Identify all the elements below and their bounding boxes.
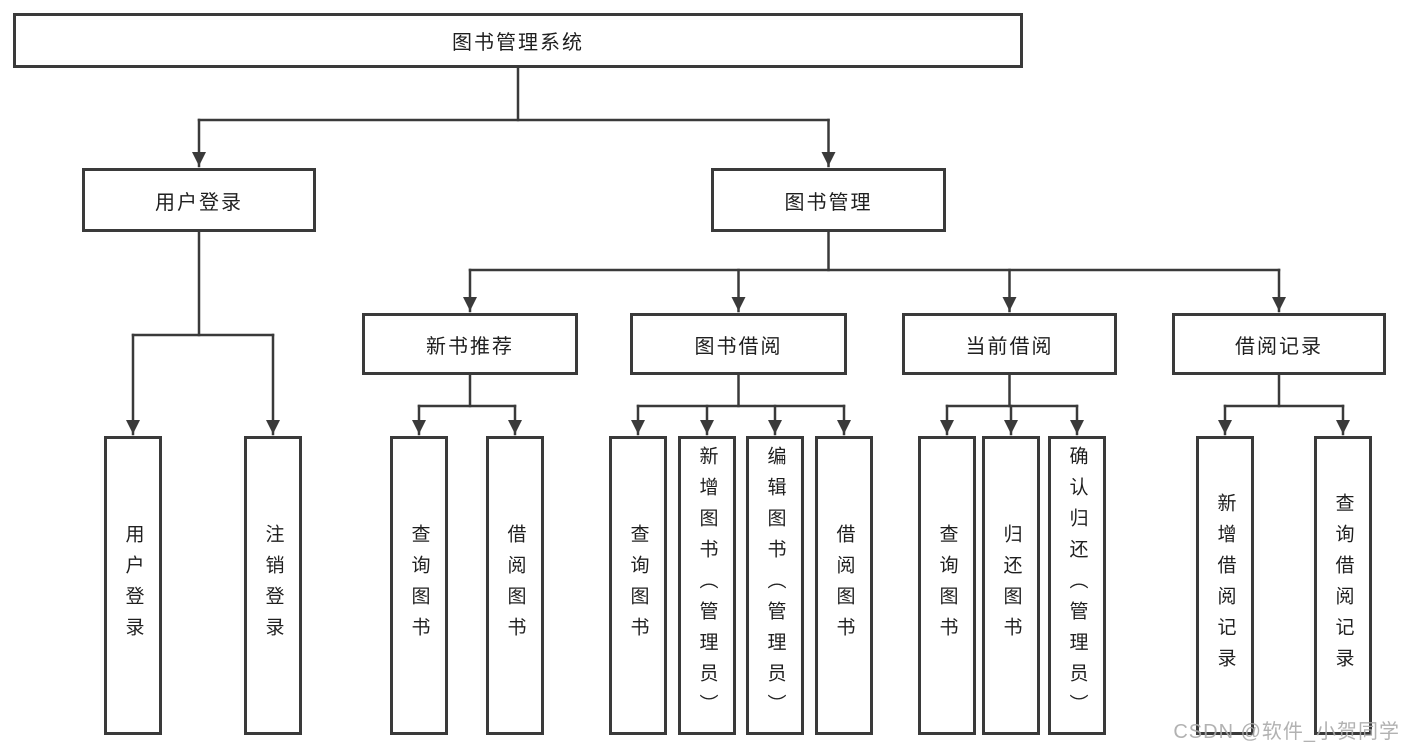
node-borrow-record: 借阅记录 — [1172, 313, 1386, 375]
leaf-br-query-record: 查询借阅记录 — [1314, 436, 1372, 735]
leaf-bb-edit-book-admin: 编辑图书（管理员） — [746, 436, 804, 735]
leaf-bb-add-book-admin: 新增图书（管理员） — [678, 436, 736, 735]
leaf-bb-borrow-book: 借阅图书 — [815, 436, 873, 735]
leaf-cb-confirm-return-admin-label: 确认归还（管理员） — [1066, 446, 1088, 725]
node-root: 图书管理系统 — [13, 13, 1023, 68]
node-book-management-label: 图书管理 — [784, 191, 873, 214]
leaf-cb-query-book: 查询图书 — [918, 436, 976, 735]
leaf-bb-query-book: 查询图书 — [609, 436, 667, 735]
csdn-watermark: CSDN @软件_小贺同学 — [1173, 721, 1400, 743]
leaf-br-add-record-label: 新增借阅记录 — [1214, 492, 1236, 679]
node-book-borrow: 图书借阅 — [630, 313, 847, 375]
node-current-borrow: 当前借阅 — [902, 313, 1117, 375]
leaf-cb-return-book: 归还图书 — [982, 436, 1040, 735]
leaf-nb-query-book-label: 查询图书 — [408, 523, 430, 648]
leaf-br-query-record-label: 查询借阅记录 — [1332, 492, 1354, 679]
node-new-book-recommend: 新书推荐 — [362, 313, 578, 375]
node-book-borrow-label: 图书借阅 — [694, 335, 783, 358]
leaf-user-login: 用户登录 — [104, 436, 162, 735]
leaf-cb-return-book-label: 归还图书 — [1000, 523, 1022, 648]
leaf-nb-query-book: 查询图书 — [390, 436, 448, 735]
leaf-bb-borrow-book-label: 借阅图书 — [833, 523, 855, 648]
leaf-user-login-label: 用户登录 — [122, 523, 144, 648]
leaf-nb-borrow-book: 借阅图书 — [486, 436, 544, 735]
node-user-login: 用户登录 — [82, 168, 316, 232]
node-user-login-label: 用户登录 — [155, 191, 243, 214]
leaf-logout-label: 注销登录 — [262, 523, 284, 648]
node-root-label: 图书管理系统 — [452, 32, 584, 54]
node-borrow-record-label: 借阅记录 — [1235, 335, 1323, 358]
leaf-br-add-record: 新增借阅记录 — [1196, 436, 1254, 735]
leaf-logout: 注销登录 — [244, 436, 302, 735]
leaf-bb-add-book-admin-label: 新增图书（管理员） — [696, 446, 718, 725]
node-current-borrow-label: 当前借阅 — [965, 335, 1054, 358]
node-book-management: 图书管理 — [711, 168, 946, 232]
node-new-book-recommend-label: 新书推荐 — [426, 335, 514, 358]
leaf-nb-borrow-book-label: 借阅图书 — [504, 523, 526, 648]
leaf-bb-query-book-label: 查询图书 — [627, 523, 649, 648]
leaf-bb-edit-book-admin-label: 编辑图书（管理员） — [764, 446, 786, 725]
leaf-cb-confirm-return-admin: 确认归还（管理员） — [1048, 436, 1106, 735]
leaf-cb-query-book-label: 查询图书 — [936, 523, 958, 648]
